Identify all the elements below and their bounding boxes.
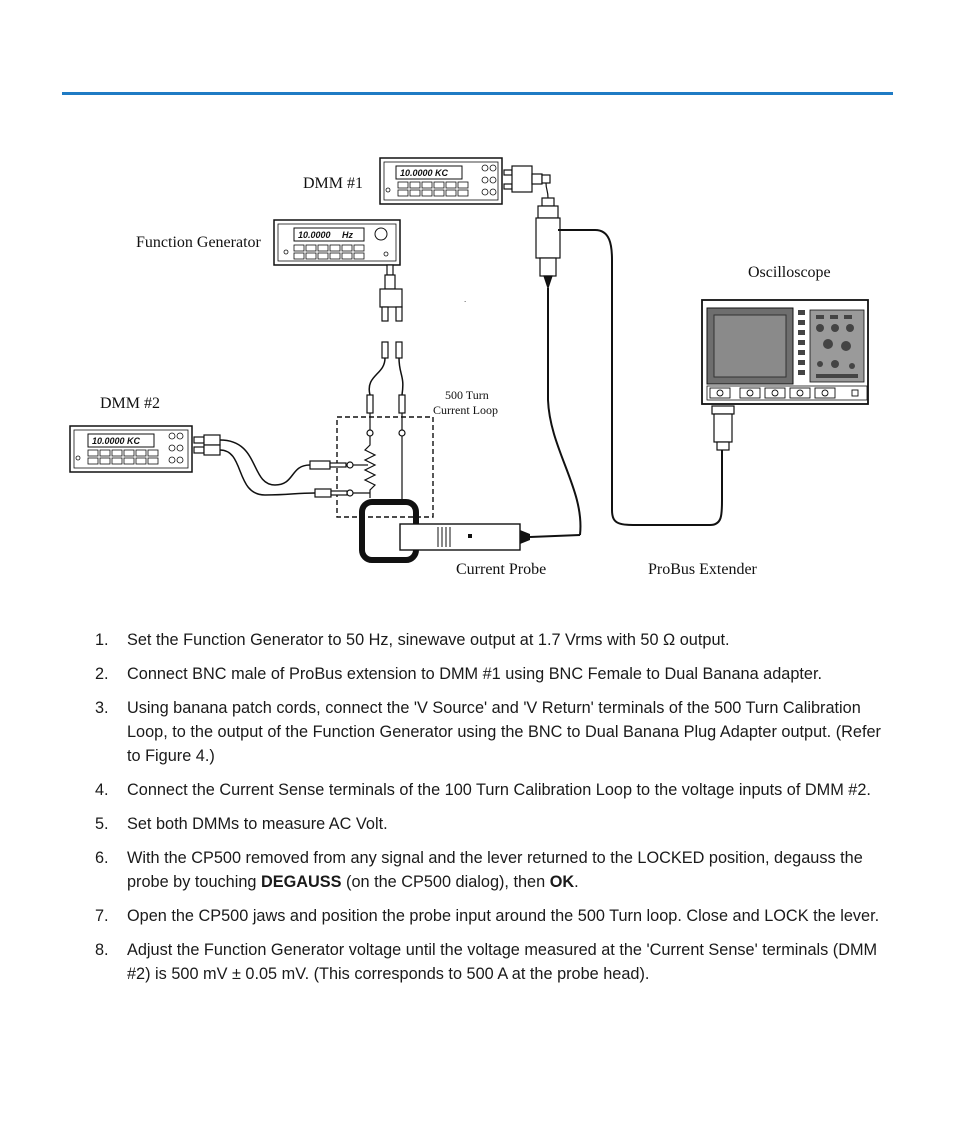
setup-diagram-svg: 10.0000 Hz Function Generator 500 Turn C…	[69, 157, 869, 578]
header-rule	[62, 92, 893, 95]
step-item: 6. With the CP500 removed from any signal…	[95, 846, 885, 894]
loop-label-line1: 500 Turn	[445, 388, 489, 402]
step-item: 2. Connect BNC male of ProBus extension t…	[95, 662, 885, 686]
function-generator-instrument: 10.0000 Hz	[273, 219, 401, 266]
step-item: 5. Set both DMMs to measure AC Volt.	[95, 812, 885, 836]
step-text: Open the CP500 jaws and position the pro…	[127, 907, 880, 925]
function-generator-label: Function Generator	[136, 234, 262, 251]
step-text: .	[574, 873, 579, 891]
step-text: Set the Function Generator to 50 Hz, sin…	[127, 631, 730, 649]
step-text: Using banana patch cords, connect the 'V…	[127, 699, 881, 765]
bnc-banana-adapter	[379, 264, 403, 359]
calibration-loop-box	[336, 416, 434, 518]
step-text: Connect BNC male of ProBus extension to …	[127, 665, 823, 683]
procedure-steps: 1. Set the Function Generator to 50 Hz, s…	[95, 628, 885, 996]
step-item: 8. Adjust the Function Generator voltage …	[95, 938, 885, 986]
svg-text:10.0000 KC: 10.0000 KC	[92, 436, 141, 446]
oscilloscope-label: Oscilloscope	[748, 264, 831, 281]
svg-text:10.0000: 10.0000	[298, 230, 331, 240]
dmm2-instrument: 10.0000 KC	[69, 425, 193, 473]
step-item: 1. Set the Function Generator to 50 Hz, s…	[95, 628, 885, 652]
step-number: 5.	[95, 815, 109, 833]
step-text: (on the CP500 dialog), then	[341, 873, 550, 891]
step-item: 3. Using banana patch cords, connect the …	[95, 696, 885, 768]
step-text: Adjust the Function Generator voltage un…	[127, 941, 878, 983]
step-item: 7. Open the CP500 jaws and position the p…	[95, 904, 885, 928]
step-item: 4. Connect the Current Sense terminals of…	[95, 778, 885, 802]
step-text: With the CP500 removed from any signal a…	[127, 849, 863, 891]
step-number: 6.	[95, 849, 109, 867]
probus-extender-label: ProBus Extender	[648, 561, 758, 578]
setup-diagram: 10.0000 Hz Function Generator 500 Turn C…	[60, 150, 890, 590]
step-number: 2.	[95, 665, 109, 683]
dmm1-instrument: 10.0000 KC	[379, 157, 503, 205]
dmm1-label: DMM #1	[303, 175, 363, 192]
current-probe	[399, 523, 581, 551]
svg-text:Hz: Hz	[342, 230, 353, 240]
step-number: 4.	[95, 781, 109, 799]
step-text: Connect the Current Sense terminals of t…	[127, 781, 871, 799]
current-probe-label: Current Probe	[456, 561, 546, 578]
step-emphasis: OK	[549, 873, 575, 891]
loop-label-line2: Current Loop	[433, 403, 498, 417]
step-number: 7.	[95, 907, 109, 925]
dmm2-label: DMM #2	[100, 395, 160, 412]
oscilloscope-instrument	[701, 299, 869, 405]
svg-text:10.0000 KC: 10.0000 KC	[400, 168, 449, 178]
step-number: 3.	[95, 699, 109, 717]
step-text: Set both DMMs to measure AC Volt.	[127, 815, 388, 833]
step-number: 1.	[95, 631, 109, 649]
step-number: 8.	[95, 941, 109, 959]
probus-connector	[711, 405, 735, 451]
step-emphasis: DEGAUSS	[260, 873, 342, 891]
stray-dot: .	[464, 295, 466, 304]
dmm1-adapter	[503, 165, 561, 290]
